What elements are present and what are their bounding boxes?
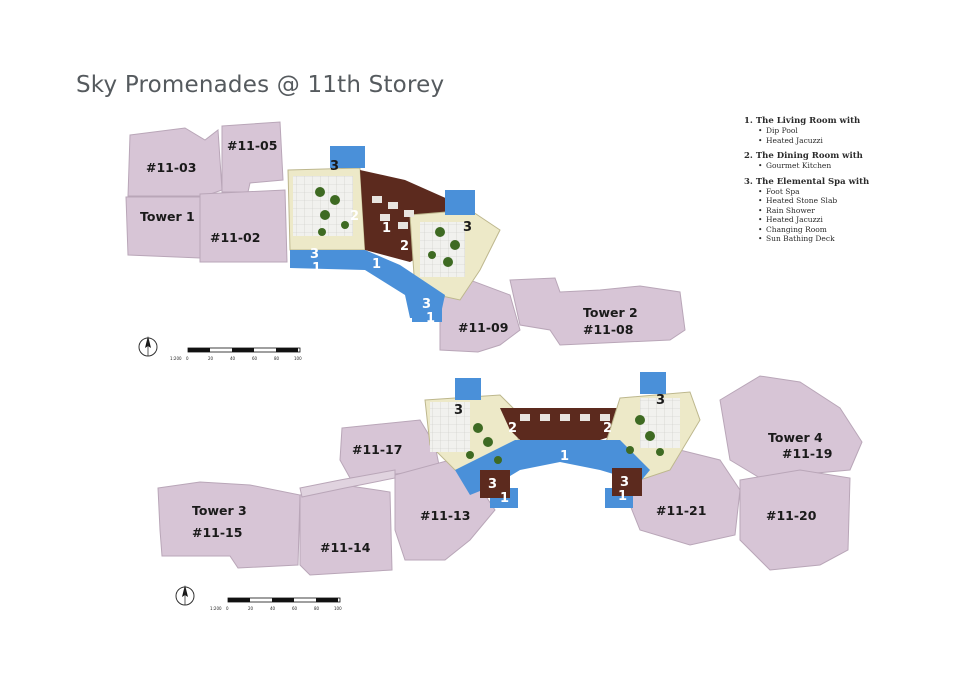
legend-item-dining-room: 2. The Dining Room with Gourmet Kitchen xyxy=(744,151,924,171)
legend-sub-item: Gourmet Kitchen xyxy=(744,161,924,171)
facilities-legend: 1. The Living Room with Dip Pool Heated … xyxy=(744,116,924,250)
scale-bar-lower: 1:200 0 20 40 60 80 100 xyxy=(210,597,342,611)
zone-label: 1 xyxy=(312,261,321,276)
unit-shape-1102 xyxy=(199,189,288,263)
zone-label: 1 xyxy=(500,491,509,506)
unit-label-1102: #11-02 xyxy=(210,230,260,245)
dip-pool-left xyxy=(330,146,365,168)
unit-label-1108: #11-08 xyxy=(583,322,633,337)
unit-shape-1103 xyxy=(127,127,223,197)
legend-heading: 3. The Elemental Spa with xyxy=(744,176,870,187)
link-bridge xyxy=(299,469,396,498)
legend-sub-item: Changing Room xyxy=(744,225,924,235)
zone-label: 3 xyxy=(310,247,319,262)
unit-label-1117: #11-17 xyxy=(352,442,402,457)
legend-sub-item: Heated Jacuzzi xyxy=(744,215,924,225)
legend-heading: 2. The Dining Room with xyxy=(744,151,863,161)
scale-bar-upper: 1:200 0 20 40 60 80 100 xyxy=(170,347,302,361)
legend-item-living-room: 1. The Living Room with Dip Pool Heated … xyxy=(744,116,924,145)
planters-upper xyxy=(315,187,460,267)
unit-label-1321: #11-21 xyxy=(656,503,706,518)
zone-label: 2 xyxy=(508,421,517,436)
unit-label-1319: #11-19 xyxy=(782,446,832,461)
zone-label: 2 xyxy=(603,421,612,436)
deck-corner-right xyxy=(612,468,642,496)
zone-label: 1 xyxy=(382,221,391,236)
zone-label: 3 xyxy=(488,477,497,492)
unit-shape-1114 xyxy=(299,485,393,576)
unit-label-1103: #11-03 xyxy=(146,160,196,175)
scale-tick: 20 xyxy=(248,606,254,611)
dip-pool-lower-right xyxy=(640,372,666,394)
legend-sub-item: Heated Stone Slab xyxy=(744,196,924,206)
page-title: Sky Promenades @ 11th Storey xyxy=(76,72,445,98)
unit-shape-tower2 xyxy=(509,277,686,346)
unit-shape-tower1 xyxy=(125,196,201,259)
unit-label-tower4: Tower 4 xyxy=(768,430,823,445)
unit-shape-tower4 xyxy=(719,375,863,479)
legend-sub-item: Dip Pool xyxy=(744,126,924,136)
spa-pool xyxy=(412,298,442,322)
unit-label-1109: #11-09 xyxy=(458,320,508,335)
dining-tables-lower xyxy=(520,414,610,421)
unit-label-1115: #11-15 xyxy=(192,525,242,540)
lower-block xyxy=(157,372,863,576)
scale-tick: 60 xyxy=(292,606,298,611)
zone-label: 3 xyxy=(620,475,629,490)
scale-tick: 40 xyxy=(270,606,276,611)
legend-heading: 1. The Living Room with xyxy=(744,116,861,126)
zone-label: 1 xyxy=(372,257,381,272)
unit-label-tower3: Tower 3 xyxy=(192,503,247,518)
planters-lower xyxy=(466,415,664,464)
unit-label-tower1: Tower 1 xyxy=(140,209,195,224)
legend-sub-item: Foot Spa xyxy=(744,187,924,197)
north-arrow-icon xyxy=(175,585,195,606)
scale-tick: 80 xyxy=(314,606,320,611)
zone-label: 3 xyxy=(656,393,665,408)
scale-tick: 100 xyxy=(294,356,302,361)
zone-label: 1 xyxy=(560,449,569,464)
unit-shape-tower3 xyxy=(157,481,301,569)
zone-label: 3 xyxy=(422,297,431,312)
pool-lower xyxy=(455,440,650,495)
scale-ratio: 1:200 xyxy=(210,606,222,611)
legend-sub-item: Heated Jacuzzi xyxy=(744,136,924,146)
zone-label: 3 xyxy=(463,220,472,235)
dining-tables-upper xyxy=(372,196,414,229)
scale-tick: 0 xyxy=(186,356,189,361)
unit-label-tower2: Tower 2 xyxy=(583,305,638,320)
unit-shape-1320 xyxy=(739,469,851,571)
scale-tick: 20 xyxy=(208,356,214,361)
dip-pool-lower-left xyxy=(455,378,481,400)
tiled-floor-lower-left xyxy=(430,402,470,452)
unit-label-1320: #11-20 xyxy=(766,508,817,523)
zone-label: 2 xyxy=(350,209,359,224)
unit-label-1313: #11-13 xyxy=(420,508,470,523)
deck-corner-left xyxy=(480,470,510,498)
unit-label-1114: #11-14 xyxy=(320,540,371,555)
zone-label: 3 xyxy=(330,159,339,174)
zone-label: 2 xyxy=(400,239,409,254)
unit-shape-1105 xyxy=(221,121,284,193)
scale-tick: 40 xyxy=(230,356,236,361)
legend-item-elemental-spa: 3. The Elemental Spa with Foot Spa Heate… xyxy=(744,177,924,244)
north-arrow-icon xyxy=(138,336,158,357)
zone-label: 1 xyxy=(426,311,435,326)
zone-label: 1 xyxy=(618,489,627,504)
zone-label: 3 xyxy=(454,403,463,418)
scale-tick: 60 xyxy=(252,356,258,361)
upper-block xyxy=(125,121,686,353)
scale-tick: 0 xyxy=(226,606,229,611)
scale-tick: 80 xyxy=(274,356,280,361)
pool-upper xyxy=(290,250,445,318)
legend-sub-item: Sun Bathing Deck xyxy=(744,234,924,244)
unit-label-1105: #11-05 xyxy=(227,138,277,153)
scale-tick: 100 xyxy=(334,606,342,611)
scale-ratio: 1:200 xyxy=(170,356,182,361)
dip-pool-right xyxy=(445,190,475,215)
legend-sub-item: Rain Shower xyxy=(744,206,924,216)
